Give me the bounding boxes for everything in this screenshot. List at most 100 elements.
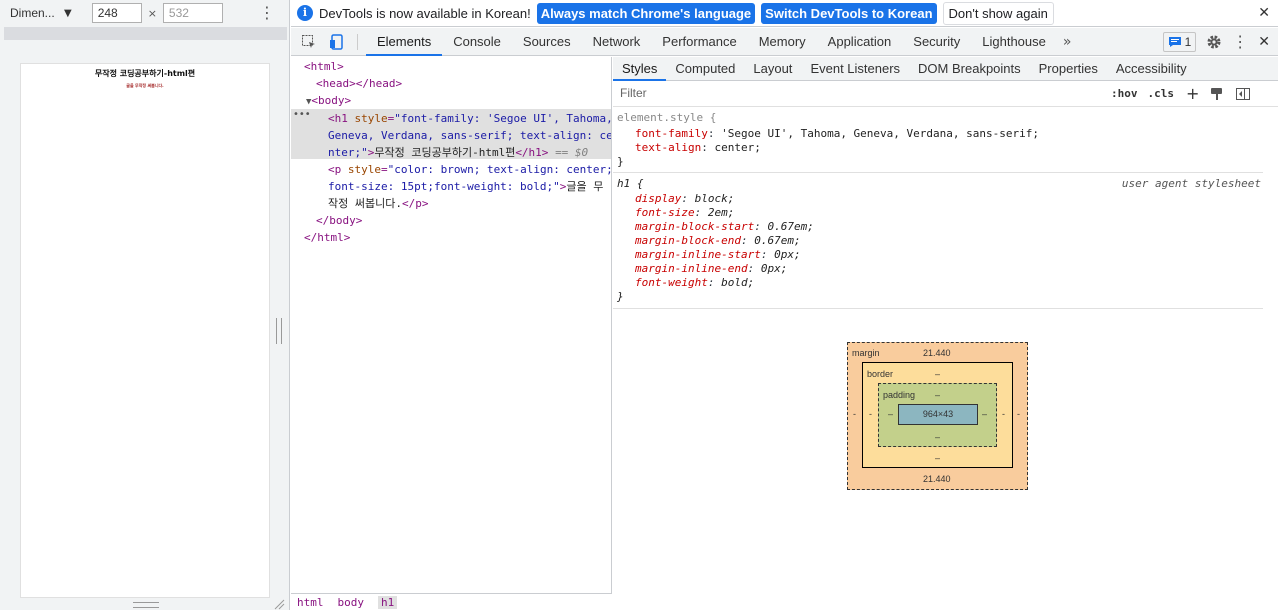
element-style-rule[interactable]: element.style { font-family: 'Segoe UI',… bbox=[613, 108, 1263, 173]
tag-text: </h1> bbox=[515, 146, 549, 159]
tab-accessibility[interactable]: Accessibility bbox=[1115, 60, 1187, 76]
margin-right-value[interactable]: - bbox=[1017, 409, 1020, 419]
message-icon bbox=[1168, 36, 1181, 47]
tab-computed[interactable]: Computed bbox=[675, 60, 736, 76]
margin-left-value[interactable]: - bbox=[853, 409, 856, 419]
issues-counter[interactable]: 1 bbox=[1162, 31, 1197, 52]
tab-network[interactable]: Network bbox=[592, 33, 641, 49]
padding-left-value[interactable]: – bbox=[888, 409, 894, 419]
tag-text: > bbox=[559, 180, 567, 193]
width-input[interactable]: 248 bbox=[91, 3, 142, 23]
main-tab-bar: Elements Console Sources Network Perform… bbox=[291, 28, 1278, 56]
breadcrumb-html[interactable]: html bbox=[297, 595, 324, 609]
dom-html-close[interactable]: </html> bbox=[304, 229, 350, 246]
ua-h1-rule[interactable]: h1 { user agent stylesheet display: bloc… bbox=[613, 174, 1263, 309]
toggle-sidebar-icon[interactable] bbox=[1235, 86, 1251, 102]
tag-text: <head></head> bbox=[316, 77, 403, 90]
device-emulation-pane: Dimen... ▼ 248 × 532 ⋮ 무작정 코딩공부하기-html편 … bbox=[0, 0, 290, 610]
gear-icon[interactable] bbox=[1206, 34, 1222, 50]
new-rule-icon[interactable]: + bbox=[1186, 84, 1200, 103]
css-value: 2em; bbox=[707, 206, 735, 219]
breadcrumb-body[interactable]: body bbox=[337, 595, 365, 609]
css-property: margin-inline-end bbox=[635, 262, 748, 275]
device-viewport[interactable]: 무작정 코딩공부하기-html편 글을 무작정 써봅니다. bbox=[20, 63, 270, 598]
tab-dom-breakpoints[interactable]: DOM Breakpoints bbox=[918, 60, 1021, 76]
info-icon: i bbox=[297, 5, 313, 21]
dom-html-open[interactable]: <html> bbox=[304, 58, 344, 75]
dom-head[interactable]: <head></head> bbox=[316, 75, 402, 92]
tab-performance[interactable]: Performance bbox=[662, 33, 737, 49]
padding-bottom-value[interactable]: – bbox=[935, 432, 941, 442]
expand-triangle-icon[interactable]: ▼ bbox=[306, 97, 312, 107]
css-value[interactable]: 'Segoe UI', Tahoma, Geneva, Verdana, san… bbox=[721, 127, 1039, 140]
dom-p-line1[interactable]: <p style="color: brown; text-align: cent… bbox=[328, 163, 612, 176]
margin-top-value[interactable]: 21.440 bbox=[923, 348, 951, 358]
attr-name: style bbox=[354, 112, 388, 125]
more-options-icon[interactable]: ⋮ bbox=[259, 3, 275, 22]
height-resize-handle[interactable] bbox=[133, 602, 159, 608]
paint-icon[interactable] bbox=[1209, 86, 1225, 102]
css-property: margin-block-start bbox=[635, 220, 755, 233]
css-property[interactable]: font-family bbox=[635, 127, 708, 140]
tab-application[interactable]: Application bbox=[827, 33, 892, 49]
node-text: 작정 써봅니다. bbox=[328, 197, 402, 210]
border-right-value[interactable]: - bbox=[1002, 409, 1005, 419]
css-property: margin-inline-start bbox=[635, 248, 761, 261]
sidebar-tab-bar: Styles Computed Layout Event Listeners D… bbox=[613, 57, 1278, 81]
tab-layout[interactable]: Layout bbox=[753, 60, 793, 76]
elements-tree[interactable]: ••• <html> <head></head> ▼<body> <h1 sty… bbox=[291, 57, 612, 593]
dom-body-open[interactable]: ▼<body> bbox=[306, 92, 351, 111]
border-left-value[interactable]: - bbox=[869, 409, 872, 419]
language-infobar: i DevTools is now available in Korean! A… bbox=[291, 0, 1278, 27]
attr-value: "font-family: 'Segoe UI', Tahoma, bbox=[394, 112, 612, 125]
css-property[interactable]: text-align bbox=[635, 141, 702, 154]
inspect-element-icon[interactable] bbox=[297, 30, 321, 54]
more-tabs-icon[interactable]: » bbox=[1062, 33, 1072, 50]
dom-h1-line1[interactable]: <h1 style="font-family: 'Segoe UI', Taho… bbox=[328, 112, 612, 125]
node-actions-icon[interactable]: ••• bbox=[293, 109, 311, 120]
tab-sources[interactable]: Sources bbox=[522, 33, 571, 49]
dom-p-line3[interactable]: 작정 써봅니다.</p> bbox=[328, 195, 428, 212]
tab-lighthouse[interactable]: Lighthouse bbox=[982, 33, 1046, 49]
device-toggle-icon[interactable] bbox=[325, 30, 349, 54]
rule-close: } bbox=[617, 290, 624, 303]
border-top-value[interactable]: – bbox=[935, 369, 941, 379]
infobar-message: DevTools is now available in Korean! bbox=[319, 5, 531, 21]
padding-top-value[interactable]: – bbox=[935, 390, 941, 400]
border-bottom-value[interactable]: – bbox=[935, 453, 941, 463]
width-resize-handle[interactable] bbox=[276, 318, 282, 344]
match-language-button[interactable]: Always match Chrome's language bbox=[536, 2, 756, 24]
filter-input[interactable]: Filter bbox=[617, 83, 1101, 104]
tab-memory[interactable]: Memory bbox=[758, 33, 806, 49]
corner-resize-icon[interactable] bbox=[273, 598, 285, 610]
device-select[interactable]: Dimen... bbox=[10, 6, 55, 20]
dom-h1-line3[interactable]: nter;">무작정 코딩공부하기-html편</h1> == $0 bbox=[328, 144, 588, 161]
tab-properties[interactable]: Properties bbox=[1038, 60, 1098, 76]
close-devtools-icon[interactable]: ✕ bbox=[1258, 33, 1270, 50]
height-input[interactable]: 532 bbox=[162, 3, 223, 23]
dom-p-line2[interactable]: font-size: 15pt;font-weight: bold;">글을 무 bbox=[328, 178, 603, 195]
tab-console[interactable]: Console bbox=[453, 33, 501, 49]
tab-elements[interactable]: Elements bbox=[366, 28, 443, 56]
styles-filter-bar: Filter :hov .cls + bbox=[613, 81, 1278, 107]
breadcrumb-h1[interactable]: h1 bbox=[378, 595, 398, 609]
dom-body-close[interactable]: </body> bbox=[316, 212, 362, 229]
more-menu-icon[interactable]: ⋮ bbox=[1232, 32, 1249, 51]
css-value[interactable]: center; bbox=[714, 141, 761, 154]
padding-right-value[interactable]: – bbox=[982, 409, 988, 419]
hover-state-toggle[interactable]: :hov bbox=[1111, 87, 1138, 100]
tab-security[interactable]: Security bbox=[913, 33, 961, 49]
tab-styles[interactable]: Styles bbox=[613, 57, 667, 81]
attr-name: style bbox=[347, 163, 381, 176]
dont-show-again-button[interactable]: Don't show again bbox=[942, 1, 1054, 25]
dom-h1-line2[interactable]: Geneva, Verdana, sans-serif; text-align:… bbox=[328, 127, 611, 144]
tab-event-listeners[interactable]: Event Listeners bbox=[810, 60, 901, 76]
chevron-down-icon[interactable]: ▼ bbox=[64, 7, 72, 19]
media-query-ruler[interactable] bbox=[4, 27, 287, 40]
margin-bottom-value[interactable]: 21.440 bbox=[923, 474, 951, 484]
box-model-content[interactable]: 964×43 bbox=[898, 404, 978, 425]
switch-korean-button[interactable]: Switch DevTools to Korean bbox=[761, 2, 937, 24]
close-icon[interactable]: ✕ bbox=[1258, 5, 1270, 21]
tag-text: </body> bbox=[316, 214, 363, 227]
class-toggle[interactable]: .cls bbox=[1147, 87, 1175, 100]
